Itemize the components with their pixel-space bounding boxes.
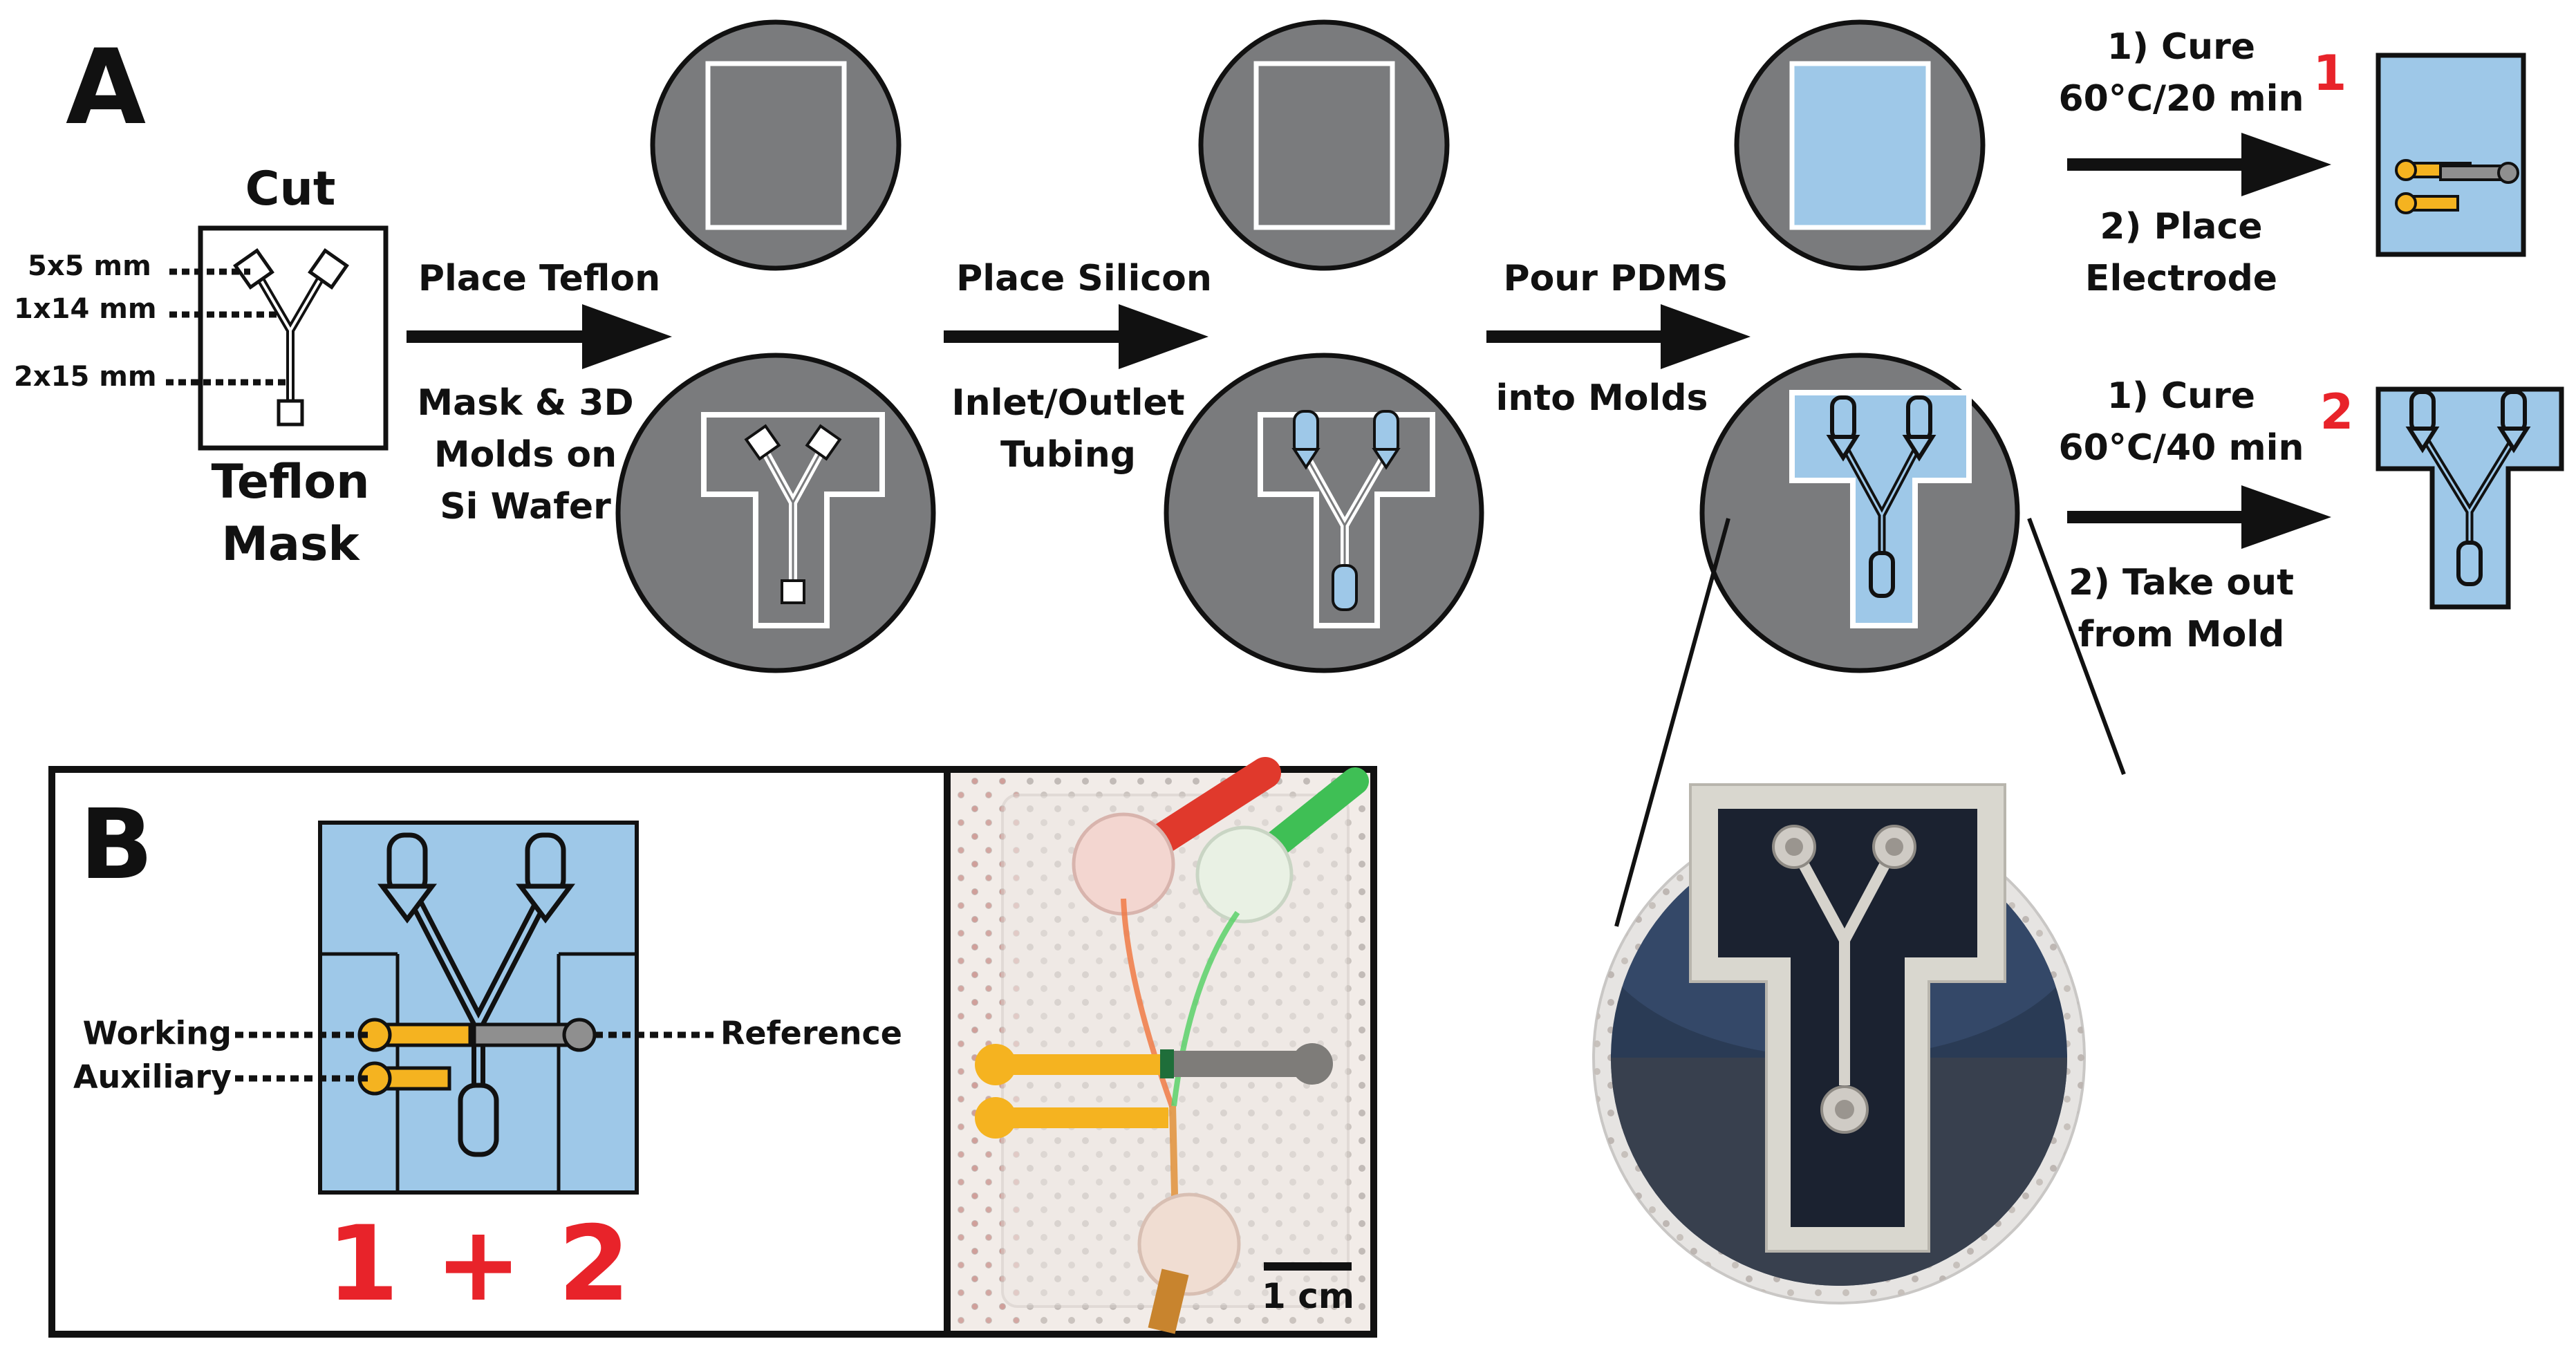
wafer-top-1 [650, 19, 902, 271]
teflon-mask: Cut 5x5 mm 1x14 mm 2x15 mm Teflon Mask [14, 162, 389, 572]
combo-label: 1 + 2 [327, 1204, 631, 1325]
wafer-bottom-1 [615, 353, 936, 673]
route2-number: 2 [2320, 384, 2354, 440]
step1-arrow [407, 304, 672, 369]
step3-arrow [1486, 304, 1751, 369]
route2-below-2: from Mold [2078, 614, 2285, 655]
photo-auxiliary-electrode [992, 1107, 1168, 1128]
dim-label-2: 1x14 mm [14, 293, 157, 325]
wafer-bottom-3 [1699, 353, 2020, 673]
route2-above-2: 60°C/40 min [2058, 427, 2304, 469]
photo-inlet-right [1195, 825, 1294, 924]
route1-number: 1 [2313, 45, 2347, 102]
step1-label-above: Place Teflon [418, 258, 660, 299]
result-device-2 [2376, 386, 2564, 610]
photo-outlet [1137, 1192, 1241, 1296]
mask-inlet-square-right [308, 248, 349, 290]
step1-label-below-3: Si Wafer [440, 486, 611, 527]
wafer-top-2 [1198, 19, 1450, 271]
label-reference: Reference [720, 1015, 902, 1052]
mask-title-bottom-1: Teflon [211, 455, 369, 509]
route1-above-2: 60°C/20 min [2058, 78, 2304, 120]
wafer-bottom-2 [1164, 353, 1484, 673]
mold-t-outline-2 [1258, 412, 1435, 628]
mask-title-bottom-2: Mask [221, 517, 360, 572]
photo-reference-electrode [1161, 1051, 1317, 1077]
route1-arrow [2067, 133, 2331, 196]
zoom-line-right [2027, 517, 2126, 776]
label-working: Working [83, 1015, 232, 1052]
route2-arrow [2067, 485, 2331, 549]
zoom-line-left [1614, 518, 1730, 927]
mold-t-outline-1 [701, 412, 885, 628]
route1-above-1: 1) Cure [2107, 26, 2255, 68]
panel-a-label: A [66, 28, 146, 148]
step2-arrow [944, 304, 1208, 369]
photo-outlet-tubing [1148, 1269, 1189, 1334]
wafer-top-3 [1734, 19, 1986, 271]
route1-below-1: 2) Place [2100, 206, 2262, 247]
step2-label-above: Place Silicon [956, 258, 1212, 299]
step1-label-below-1: Mask & 3D [417, 382, 633, 424]
label-auxiliary: Auxiliary [73, 1058, 232, 1096]
mask-outlet-square [277, 399, 304, 427]
route2-above-1: 1) Cure [2107, 375, 2255, 417]
dim-label-1: 5x5 mm [28, 250, 151, 282]
mold-rect-outline-2 [1253, 61, 1395, 230]
route2-below-1: 2) Take out [2069, 562, 2294, 603]
mold-photo [1592, 783, 2086, 1304]
scale-label: 1 cm [1262, 1276, 1354, 1316]
mold-rect-outline-1 [705, 61, 847, 230]
step3-label-above: Pour PDMS [1503, 258, 1728, 299]
result-device-1 [2376, 53, 2526, 257]
mask-inlet-square-left [233, 248, 274, 290]
tubing-outlet [1332, 564, 1358, 611]
device-photo: 1 cm [951, 757, 1370, 1334]
step2-label-below-1: Inlet/Outlet [951, 382, 1184, 424]
step2-label-below-2: Tubing [1000, 434, 1136, 476]
dim-label-3: 2x15 mm [14, 361, 157, 393]
combined-device-schematic [318, 821, 639, 1195]
route1-below-2: Electrode [2085, 258, 2277, 299]
panel-b-label: B [80, 789, 153, 901]
step1-label-below-2: Molds on [434, 434, 617, 476]
mask-title-top: Cut [245, 162, 336, 216]
photo-working-electrode [992, 1054, 1168, 1075]
pdms-fill-rect [1789, 61, 1931, 230]
step3-label-below-1: into Molds [1496, 377, 1708, 419]
